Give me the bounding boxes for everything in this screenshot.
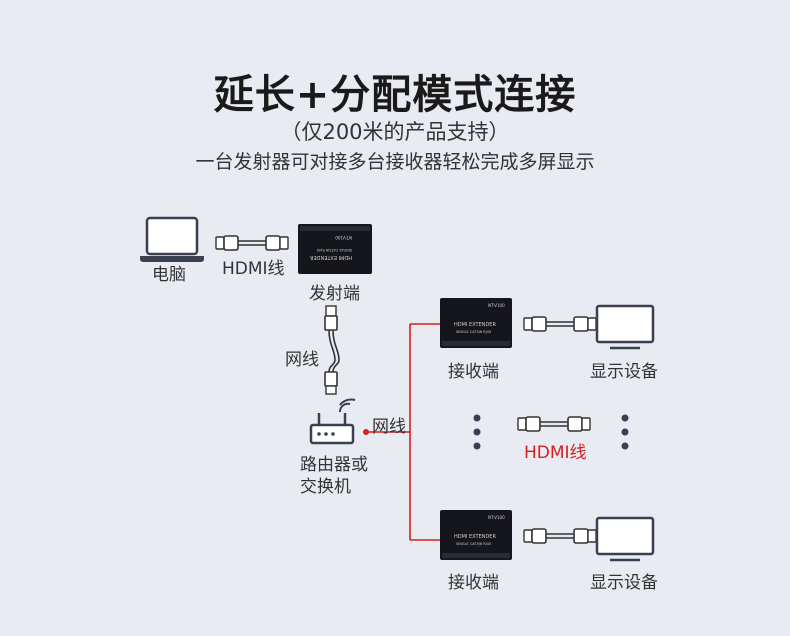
display-bottom-label: 显示设备 <box>590 573 658 593</box>
router-label-line2: 交换机 <box>300 477 351 497</box>
hdmi-cable-top-label: HDMI线 <box>222 259 285 279</box>
receiver-top-brand: NT-V100 <box>488 303 505 308</box>
hdmi-cable-receiver-bottom <box>523 528 597 544</box>
receiver-bottom-product-text: HDMI EXTENDER <box>454 534 496 540</box>
receiver-device-top: NT-V100 HDMI EXTENDER SINGLE CAT5/6 RJ45 <box>440 298 512 348</box>
monitor-icon-bottom <box>595 516 655 562</box>
page-title: 延长+分配模式连接 <box>213 72 577 118</box>
page-subtitle: （仅200米的产品支持） <box>280 120 510 144</box>
hdmi-cable-top <box>215 235 289 251</box>
computer-label: 电脑 <box>152 265 186 285</box>
router-label-line1: 路由器或 <box>300 455 368 475</box>
receiver-bottom-brand: NT-V100 <box>488 515 505 520</box>
hdmi-cable-middle <box>517 416 591 432</box>
monitor-icon-top <box>595 304 655 350</box>
display-top-label: 显示设备 <box>590 362 658 382</box>
router-icon <box>309 398 356 445</box>
receiver-bottom-label: 接收端 <box>448 573 499 593</box>
receiver-top-product-text: HDMI EXTENDER <box>454 322 496 328</box>
hdmi-cable-middle-label: HDMI线 <box>524 443 587 463</box>
network-branch-lines <box>363 323 440 541</box>
transmitter-product-text: HDMI EXTENDER <box>310 254 352 260</box>
transmitter-brand: NT-V100 <box>335 235 352 240</box>
more-receivers-dots-left <box>473 414 481 450</box>
transmitter-product-sub: SINGLE CAT5/6 RJ45 <box>317 248 352 252</box>
more-displays-dots-right <box>621 414 629 450</box>
hdmi-cable-receiver-top <box>523 316 597 332</box>
network-cable-left-label: 网线 <box>285 350 319 370</box>
laptop-icon <box>140 216 204 262</box>
receiver-device-bottom: NT-V100 HDMI EXTENDER SINGLE CAT5/6 RJ45 <box>440 510 512 560</box>
transmitter-label: 发射端 <box>309 284 360 304</box>
receiver-top-label: 接收端 <box>448 362 499 382</box>
network-cable-vertical <box>324 305 340 395</box>
receiver-bottom-product-sub: SINGLE CAT5/6 RJ45 <box>456 542 491 546</box>
page-description: 一台发射器可对接多台接收器轻松完成多屏显示 <box>195 151 595 173</box>
receiver-top-product-sub: SINGLE CAT5/6 RJ45 <box>456 330 491 334</box>
network-cable-right-label: 网线 <box>372 417 406 437</box>
transmitter-device: HDMI EXTENDER SINGLE CAT5/6 RJ45 NT-V100 <box>298 224 372 274</box>
